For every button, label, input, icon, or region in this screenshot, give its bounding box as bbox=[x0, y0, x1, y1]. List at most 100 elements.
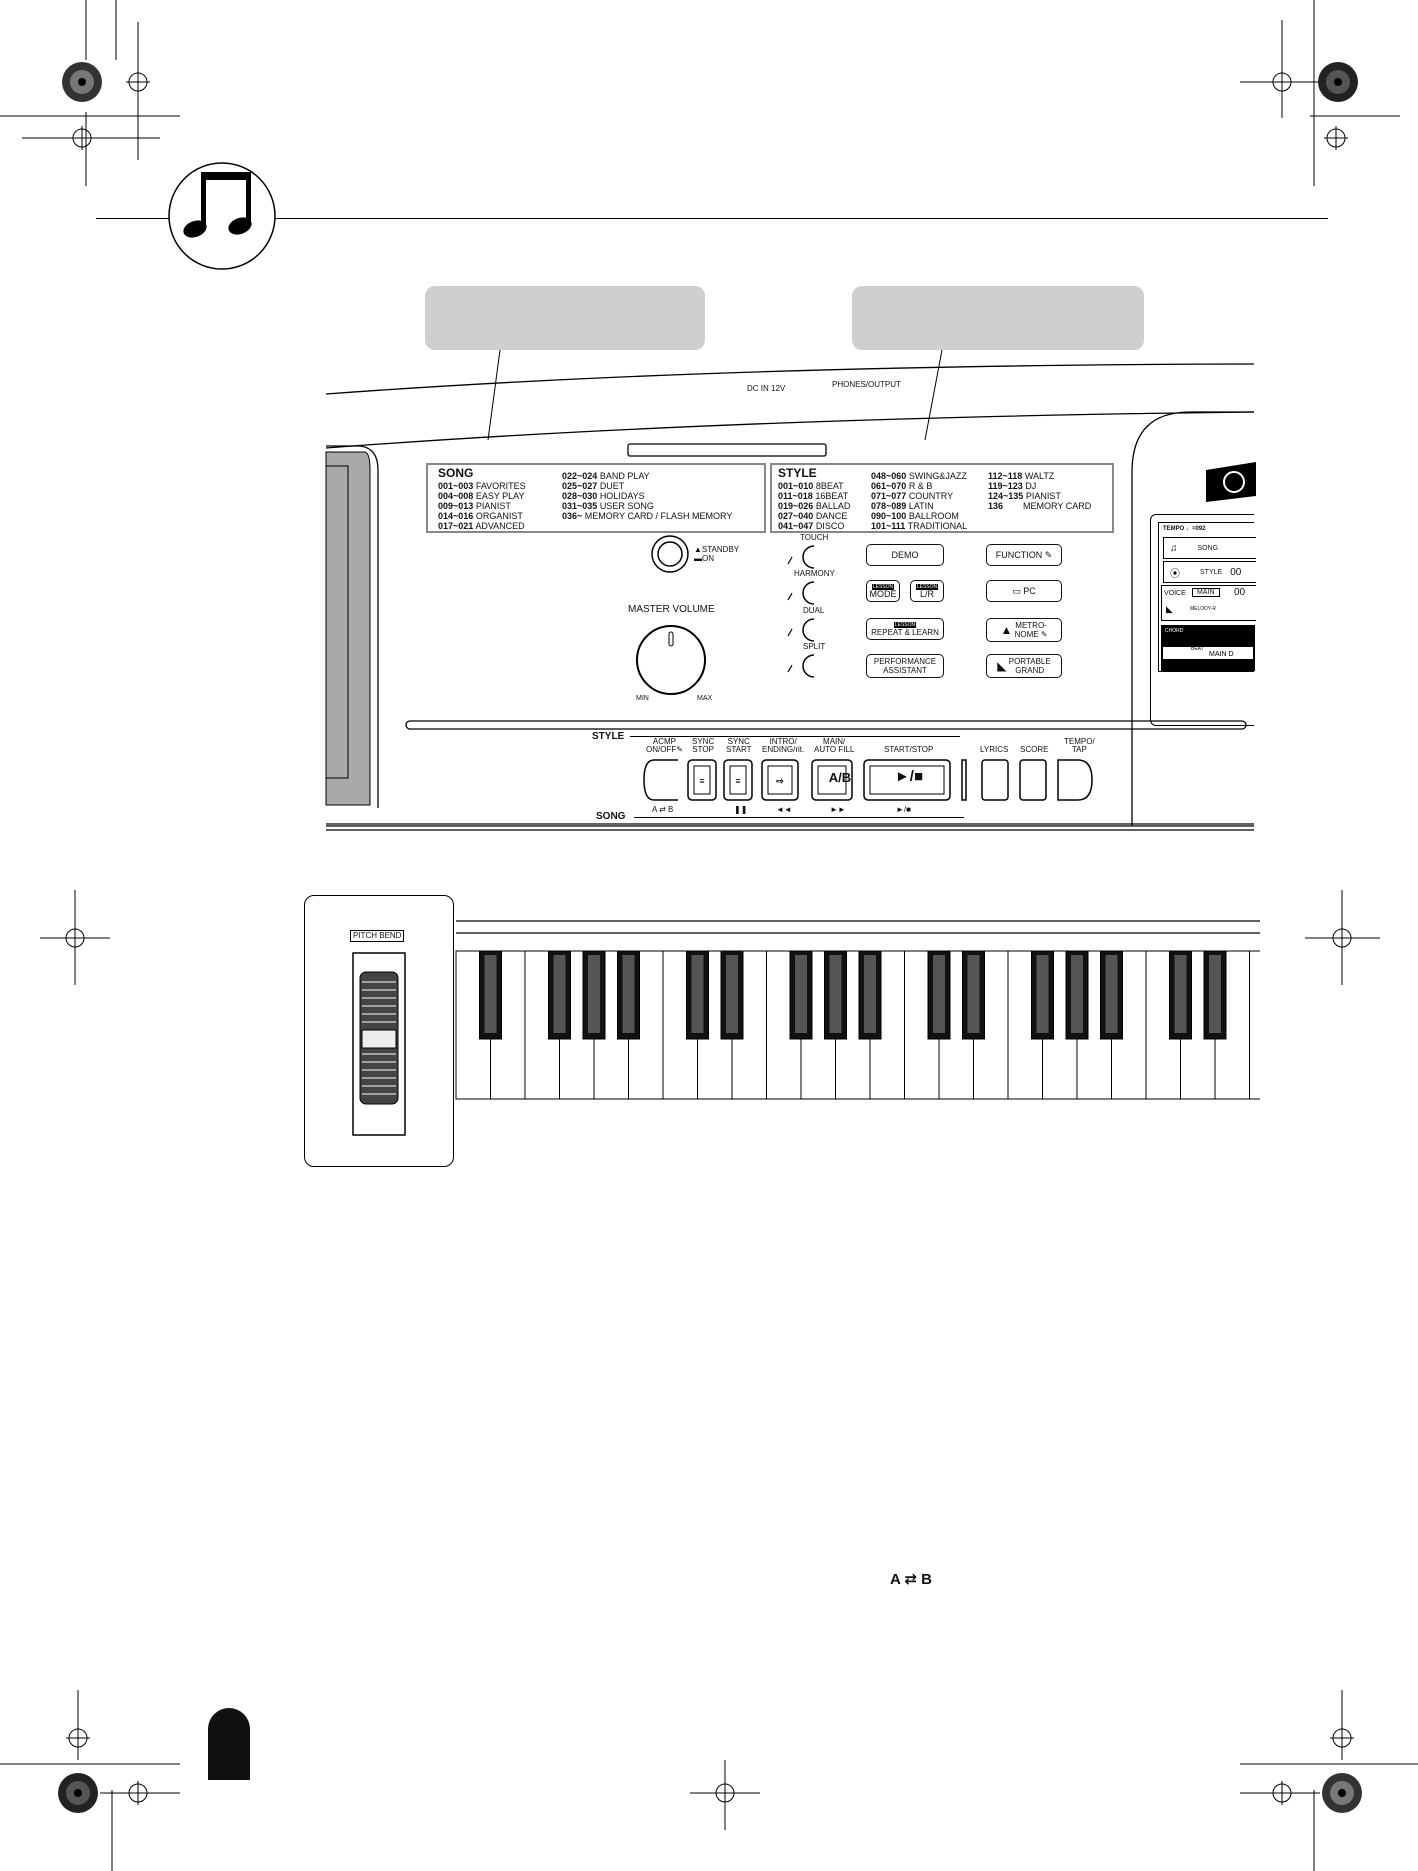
split-label: SPLIT bbox=[803, 642, 826, 651]
score-button bbox=[1019, 759, 1047, 801]
play-stop-label: ►/■ bbox=[894, 768, 924, 785]
style-list-col1: 001~010 8BEAT 011~018 16BEAT 019~026 BAL… bbox=[778, 481, 851, 531]
keyboard-panel-outline bbox=[325, 363, 1255, 831]
white-key[interactable] bbox=[1249, 950, 1261, 1100]
split-button bbox=[802, 654, 815, 678]
demo-button[interactable]: DEMO bbox=[866, 544, 944, 566]
acmp-button bbox=[643, 759, 678, 801]
style-row-line bbox=[630, 736, 960, 737]
repeat-learn-button[interactable]: LESSON REPEAT & LEARN bbox=[866, 618, 944, 640]
black-key-highlight bbox=[933, 955, 945, 1033]
pc-icon: ▭ bbox=[1012, 585, 1021, 596]
svg-text:≡: ≡ bbox=[699, 776, 704, 786]
song-list-col1: 001~003 FAVORITES 004~008 EASY PLAY 009~… bbox=[438, 481, 526, 531]
touch-label: TOUCH bbox=[800, 533, 829, 542]
divider-bar bbox=[961, 759, 967, 801]
pc-button[interactable]: ▭ PC bbox=[986, 580, 1062, 602]
lcd-chord-area: CHORD BEAT MAIN D bbox=[1161, 625, 1255, 671]
function-button[interactable]: FUNCTION ✎ bbox=[986, 544, 1062, 566]
style-list-col3: 112~118 WALTZ 119~123 DJ 124~135 PIANIST… bbox=[988, 471, 1092, 511]
yamaha-logo-icon bbox=[1206, 462, 1256, 502]
standby-switch[interactable] bbox=[650, 534, 690, 574]
style-row-label: STYLE bbox=[592, 731, 625, 742]
song-list: SONG 001~003 FAVORITES 004~008 EASY PLAY… bbox=[438, 466, 732, 532]
main-autofill-label: MAIN/AUTO FILL bbox=[814, 737, 855, 754]
style-list-col2: 048~060 SWING&JAZZ 061~070 R & B 071~077… bbox=[871, 471, 968, 531]
dc-in-label: DC IN 12V bbox=[747, 384, 786, 393]
style-list: STYLE 001~010 8BEAT 011~018 16BEAT 019~0… bbox=[778, 466, 1091, 532]
black-key-highlight bbox=[726, 955, 738, 1033]
keyboard-keys bbox=[455, 920, 1261, 1100]
lesson-lr-button[interactable]: LESSON L/R bbox=[910, 580, 944, 602]
song-note-icon: ♫ bbox=[1170, 542, 1178, 554]
ab-marker: A ⇄ B bbox=[890, 1571, 933, 1588]
black-key-highlight bbox=[967, 955, 980, 1033]
song-list-header: SONG bbox=[438, 466, 474, 480]
volume-max-label: MAX bbox=[697, 695, 713, 702]
callout-pointers bbox=[487, 349, 943, 441]
master-volume-knob[interactable] bbox=[633, 622, 709, 698]
metronome-button[interactable]: ▲ METRO-NOME ✎ bbox=[986, 618, 1062, 642]
main-autofill-button bbox=[811, 759, 853, 801]
dual-label: DUAL bbox=[803, 606, 825, 615]
sync-start-button bbox=[723, 759, 753, 801]
lcd-display bbox=[1150, 514, 1254, 726]
ab-button-label: A/B bbox=[828, 770, 852, 785]
tempo-tap-label: TEMPO/TAP bbox=[1064, 737, 1095, 754]
black-key-highlight bbox=[829, 955, 842, 1033]
toggle-buttons bbox=[787, 545, 815, 678]
lyrics-button bbox=[981, 759, 1009, 801]
lcd-tempo: TEMPO ♩=092 bbox=[1163, 526, 1206, 532]
drum-icon: ⦿ bbox=[1170, 568, 1180, 580]
black-key-highlight bbox=[553, 955, 566, 1033]
dual-button bbox=[802, 618, 815, 642]
black-key-highlight bbox=[1105, 955, 1118, 1033]
song-play-label: ►/■ bbox=[896, 805, 911, 814]
song-ff-label: ►► bbox=[830, 805, 846, 814]
intro-ending-button bbox=[761, 759, 799, 801]
sync-stop-button bbox=[687, 759, 717, 801]
black-key-highlight bbox=[622, 955, 635, 1033]
pitch-bend-wheel[interactable] bbox=[352, 952, 406, 1136]
lcd-voice-row: VOICE MAIN 00 ◣ MELODY-R bbox=[1161, 585, 1256, 621]
song-row-line bbox=[634, 817, 964, 818]
volume-min-label: MIN bbox=[636, 695, 649, 702]
song-list-col2: 022~024 BAND PLAY 025~027 DUET 028~030 H… bbox=[562, 471, 733, 521]
black-key-highlight bbox=[864, 955, 876, 1033]
grand-piano-icon: ◣ bbox=[997, 658, 1007, 673]
intro-label: INTRO/ENDING/rit. bbox=[762, 737, 805, 754]
header-rule bbox=[96, 218, 1328, 219]
black-key-highlight bbox=[1036, 955, 1049, 1033]
harmony-label: HARMONY bbox=[794, 569, 835, 578]
lyrics-label: LYRICS bbox=[980, 745, 1009, 754]
music-note-icon bbox=[168, 162, 276, 270]
piano-icon: ◣ bbox=[1166, 604, 1173, 614]
master-volume-label: MASTER VOLUME bbox=[628, 604, 715, 615]
style-list-header: STYLE bbox=[778, 466, 817, 480]
song-list-box bbox=[426, 463, 766, 533]
black-key-highlight bbox=[1209, 955, 1221, 1033]
harmony-button bbox=[802, 581, 815, 605]
song-row-label: SONG bbox=[596, 811, 626, 822]
svg-text:⇨: ⇨ bbox=[776, 776, 784, 786]
star-target-icons bbox=[58, 62, 1362, 1813]
lcd-song-row: ♫SONG bbox=[1163, 537, 1256, 559]
touch-button bbox=[802, 545, 815, 569]
lesson-mode-button[interactable]: LESSON MODE bbox=[866, 580, 900, 602]
black-key-highlight bbox=[1071, 955, 1083, 1033]
standby-label: ▲STANDBY▬ON bbox=[694, 545, 740, 563]
phones-output-label: PHONES/OUTPUT bbox=[832, 380, 901, 389]
start-stop-button bbox=[863, 759, 951, 801]
black-key-highlight bbox=[691, 955, 704, 1033]
black-key-highlight bbox=[588, 955, 600, 1033]
style-list-box bbox=[770, 463, 1114, 533]
callout-left bbox=[425, 286, 705, 350]
score-label: SCORE bbox=[1020, 745, 1049, 754]
